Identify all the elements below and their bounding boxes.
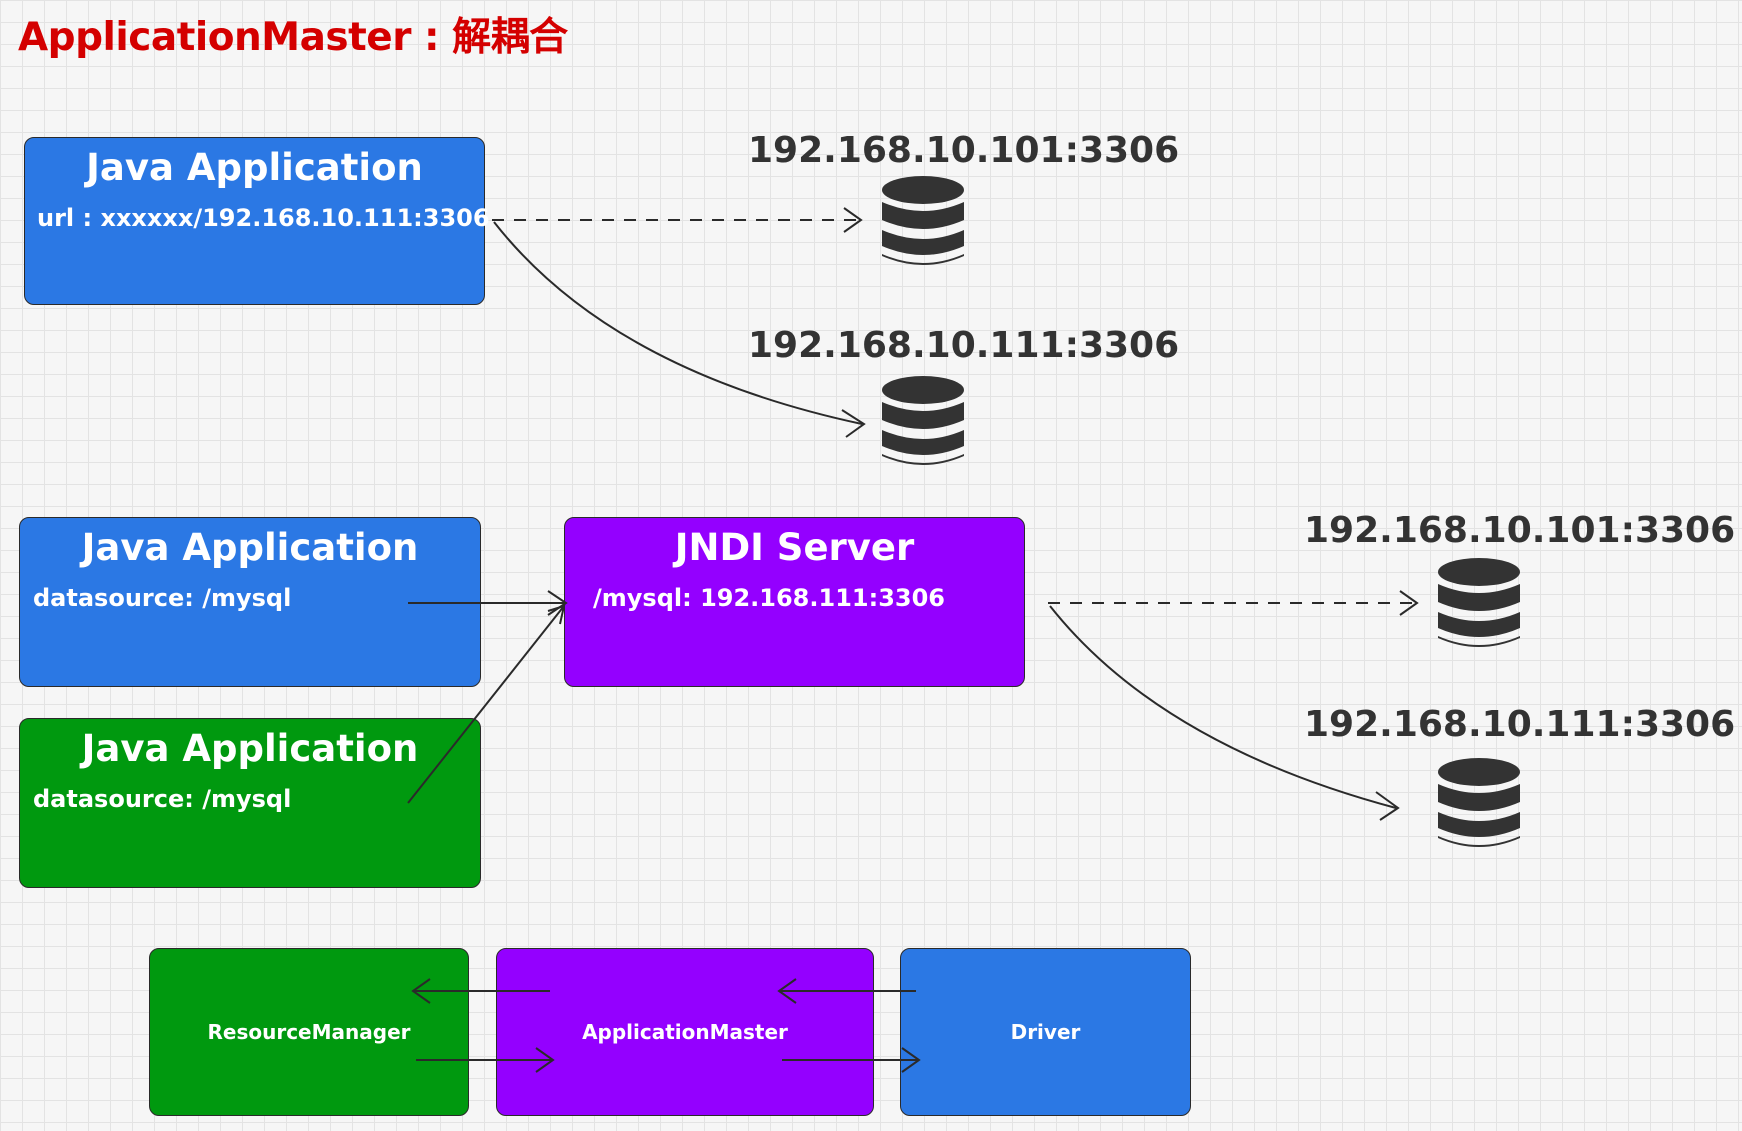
jndi-server-box[interactable]: JNDI Server /mysql: 192.168.111:3306 <box>564 517 1025 687</box>
arrowhead <box>843 207 863 233</box>
java-application-title: Java Application <box>81 727 419 770</box>
java-application-box-top[interactable]: Java Application url : xxxxxx/192.168.10… <box>24 137 490 305</box>
application-master-box[interactable]: ApplicationMaster <box>496 948 874 1116</box>
database-icon <box>880 374 966 470</box>
arrowhead <box>547 604 566 625</box>
driver-box[interactable]: Driver <box>900 948 1191 1116</box>
resource-manager-box[interactable]: ResourceManager <box>149 948 469 1116</box>
curved-arrow <box>493 221 863 425</box>
db-label: 192.168.10.111:3306 <box>748 325 1180 366</box>
java-application-title: Java Application <box>86 146 423 189</box>
database-icon <box>1436 756 1522 852</box>
datasource-text: datasource: /mysql <box>33 785 292 813</box>
arrowhead <box>1375 791 1400 821</box>
db-label: 192.168.10.111:3306 <box>1304 704 1736 745</box>
datasource-text: datasource: /mysql <box>33 584 292 612</box>
diagram-title: ApplicationMaster : 解耦合 <box>18 15 568 60</box>
arrowhead <box>1399 590 1419 616</box>
resource-manager-label: ResourceManager <box>207 1020 411 1044</box>
driver-label: Driver <box>1010 1020 1081 1044</box>
jndi-mapping-text: /mysql: 192.168.111:3306 <box>593 584 945 612</box>
java-application-box-green[interactable]: Java Application datasource: /mysql <box>19 718 481 888</box>
database-icon <box>1436 556 1522 652</box>
jndi-server-title: JNDI Server <box>674 526 915 569</box>
database-icon <box>880 174 966 270</box>
application-master-label: ApplicationMaster <box>582 1020 788 1044</box>
arrowhead <box>841 409 866 438</box>
url-text: url : xxxxxx/192.168.10.111:3306 <box>37 204 490 232</box>
java-application-title: Java Application <box>81 526 419 569</box>
db-label: 192.168.10.101:3306 <box>748 130 1180 171</box>
java-application-box-blue[interactable]: Java Application datasource: /mysql <box>19 517 481 687</box>
db-label: 192.168.10.101:3306 <box>1304 510 1736 551</box>
